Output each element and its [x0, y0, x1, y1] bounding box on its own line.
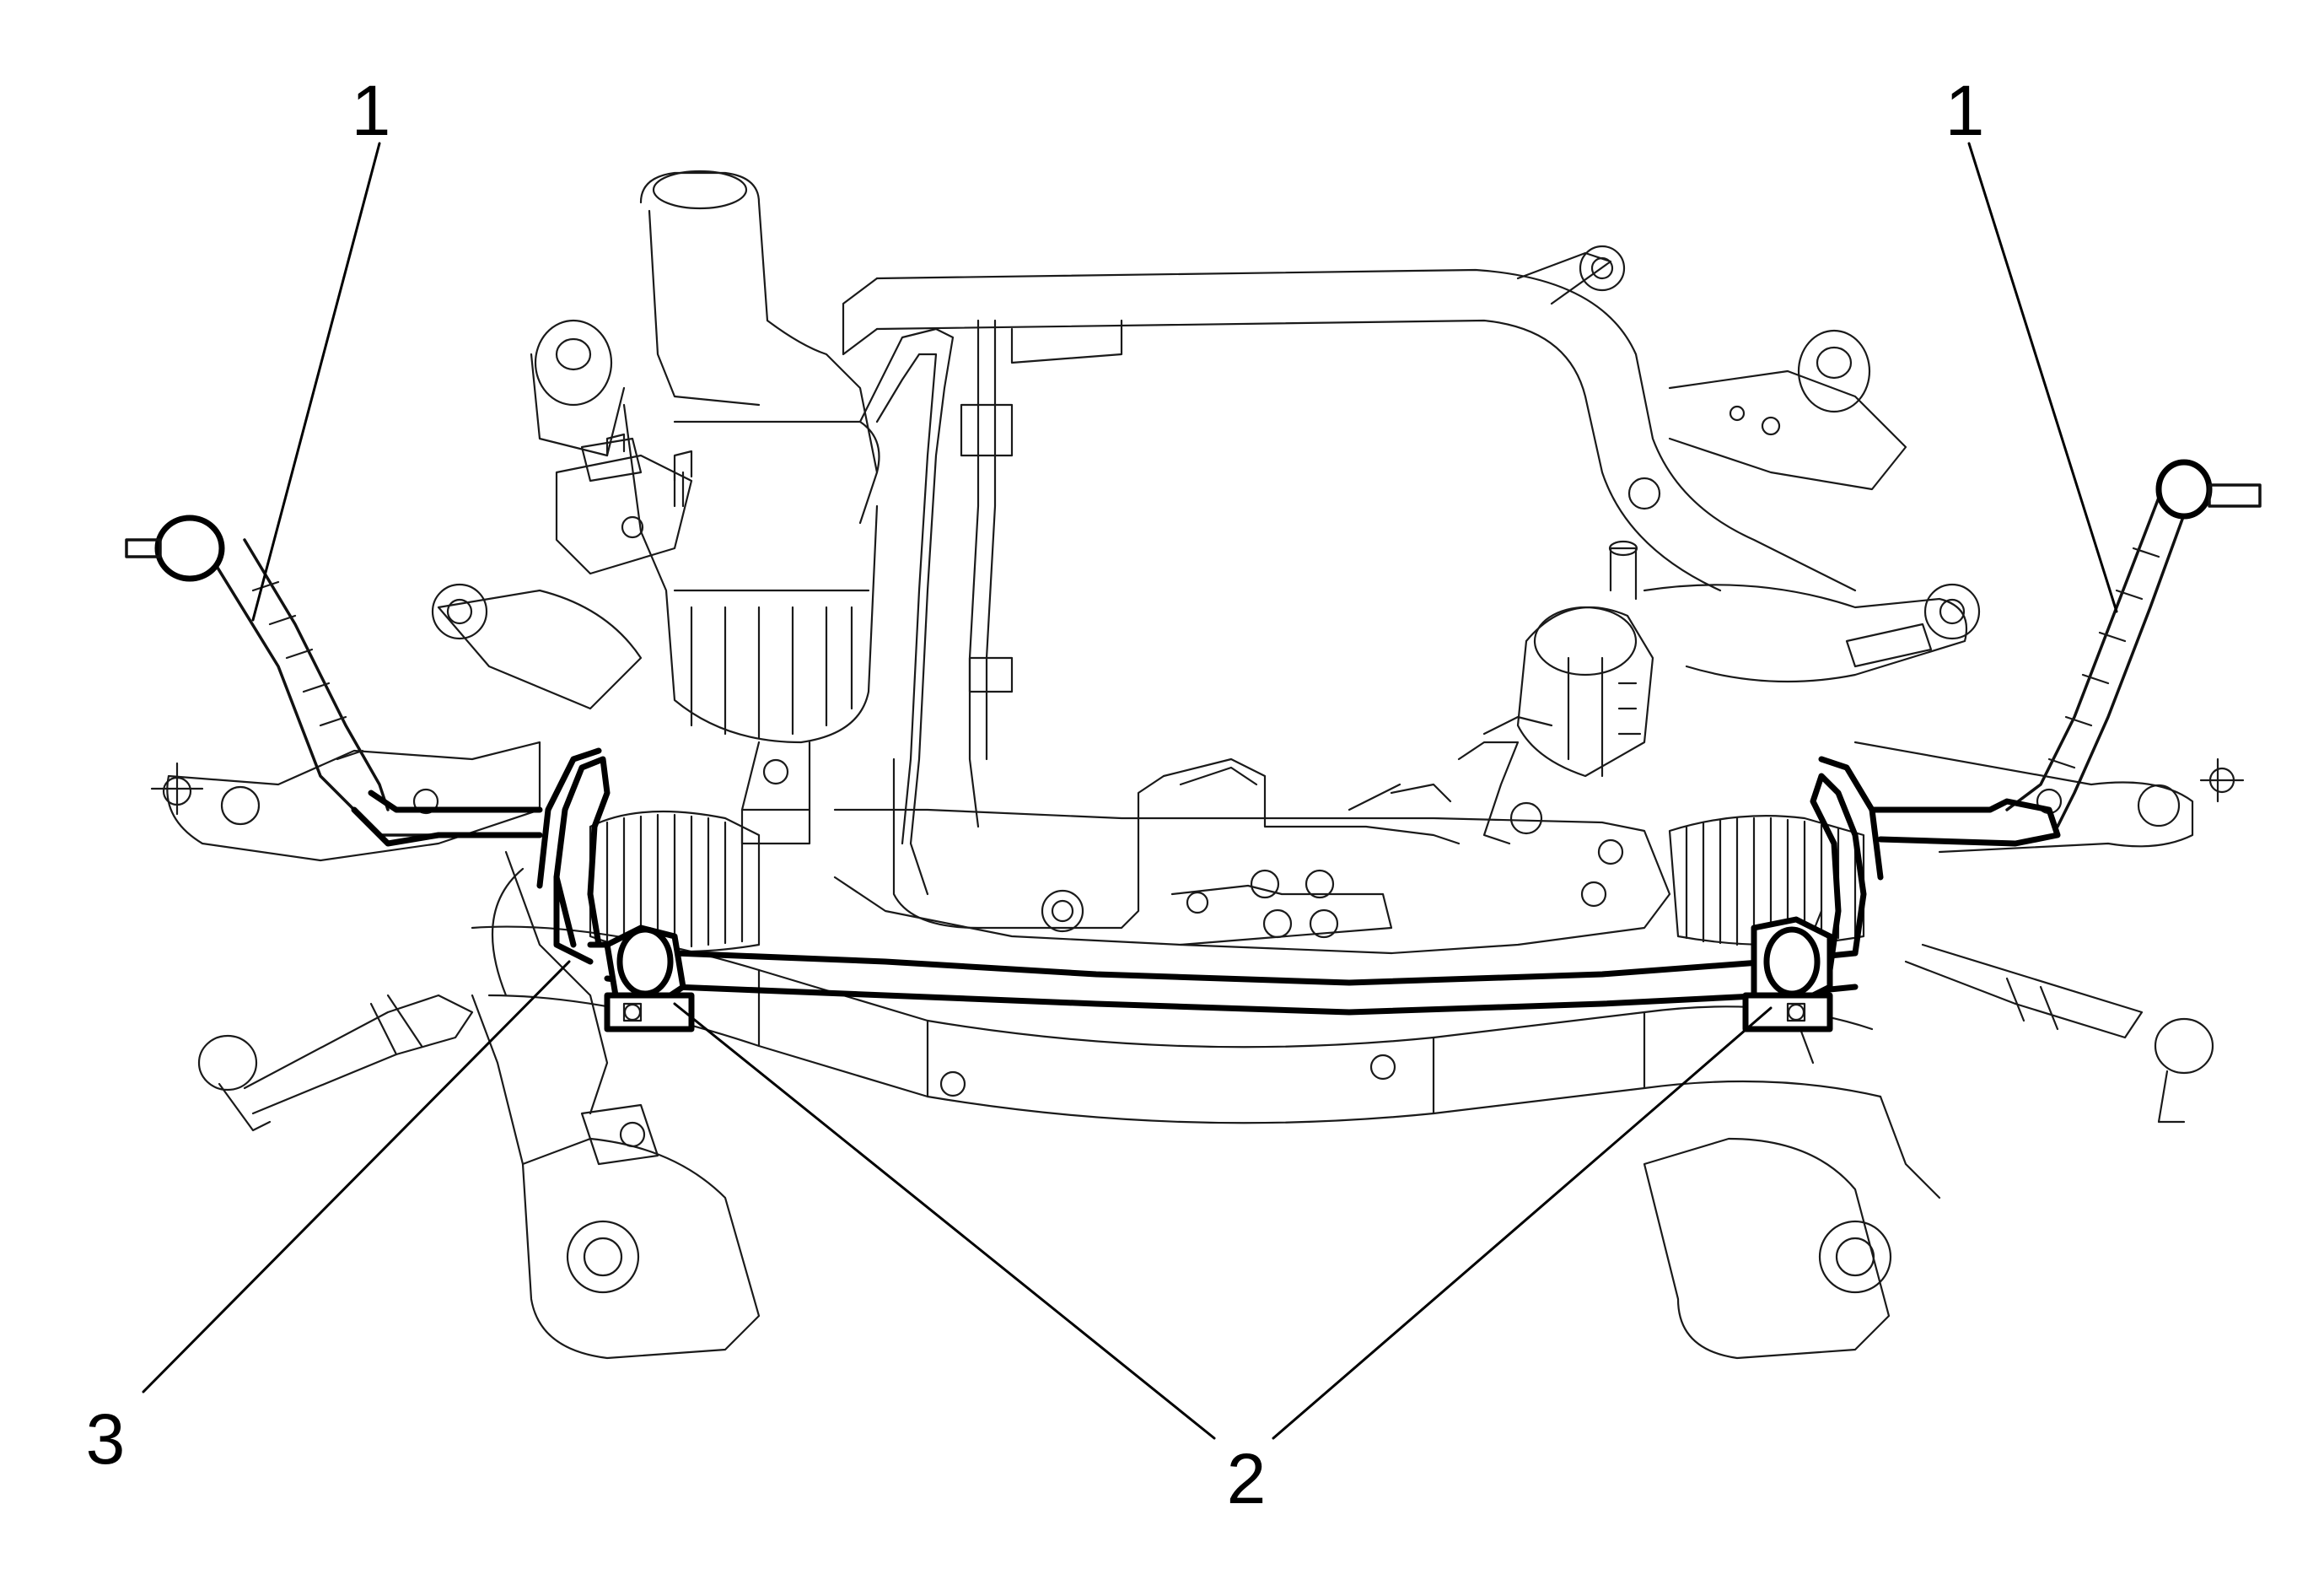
callout-1-left: 1	[352, 71, 391, 150]
steering-rack	[589, 540, 1865, 955]
callout-2: 2	[1227, 1439, 1267, 1518]
callout-3: 3	[86, 1399, 126, 1479]
subframe	[150, 245, 2245, 1360]
right-tie-rod	[1869, 459, 2262, 847]
hydraulic-lines	[858, 319, 1553, 930]
leader-line-2-left	[673, 1002, 1216, 1440]
right-bushing-clamp	[1742, 916, 1833, 1032]
left-bellows	[589, 810, 761, 953]
leader-line-1-right	[1967, 142, 2118, 613]
leader-lines	[142, 142, 2118, 1440]
callout-1-right: 1	[1945, 71, 1985, 150]
stabilizer-bar	[536, 747, 1884, 1016]
power-steering-motor	[555, 170, 880, 845]
leader-line-1-left	[251, 142, 381, 622]
left-tie-rod	[125, 515, 543, 847]
leader-line-2-right	[1272, 1006, 1773, 1440]
leader-line-3	[142, 960, 571, 1393]
left-bushing-clamp	[604, 924, 695, 1032]
